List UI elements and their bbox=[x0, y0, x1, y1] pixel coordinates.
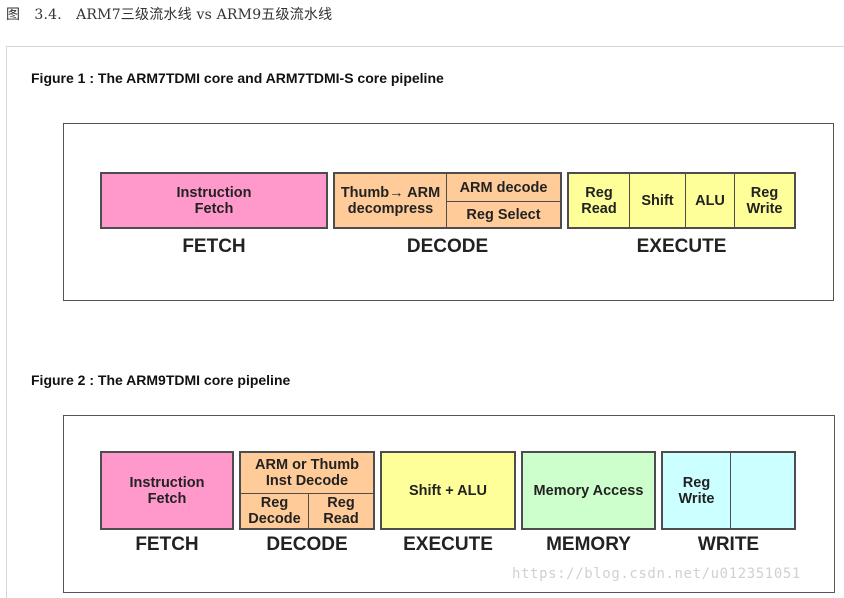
fig2-instruction-fetch-cell: Instruction Fetch bbox=[129, 474, 205, 507]
fig1-decode-divider bbox=[446, 174, 447, 227]
fig2-fetch-stage: Instruction Fetch bbox=[100, 451, 234, 530]
fig1-exec-divider-2 bbox=[685, 174, 686, 227]
fig2-decode-label: DECODE bbox=[266, 534, 348, 555]
watermark-text: https://blog.csdn.net/u012351051 bbox=[512, 566, 801, 582]
fig1-exec-divider-3 bbox=[734, 174, 735, 227]
fig1-decode-label: DECODE bbox=[406, 236, 489, 257]
fig1-execute-label: EXECUTE bbox=[636, 236, 727, 257]
figure-caption: 图 3.4. ARM7三级流水线 vs ARM9五级流水线 bbox=[6, 7, 333, 23]
fig1-execute-stage: Reg Read Shift ALU Reg Write bbox=[567, 172, 796, 229]
fig2-decode-hdivider bbox=[241, 493, 373, 494]
fig1-shift-cell: Shift bbox=[641, 192, 674, 209]
fig1-reg-read-cell: Reg Read bbox=[581, 184, 617, 217]
fig2-fetch-label: FETCH bbox=[135, 534, 199, 555]
figure1-title: Figure 1 : The ARM7TDMI core and ARM7TDM… bbox=[31, 70, 444, 86]
fig2-write-label: WRITE bbox=[697, 534, 760, 555]
figure2-title: Figure 2 : The ARM9TDMI core pipeline bbox=[31, 372, 291, 388]
fig2-write-divider bbox=[730, 453, 731, 528]
fig2-write-stage: Reg Write bbox=[661, 451, 796, 530]
fig1-exec-divider-1 bbox=[629, 174, 630, 227]
fig1-arm-decode-cell: ARM decode bbox=[459, 179, 548, 196]
fig1-reg-select-cell: Reg Select bbox=[466, 207, 541, 223]
fig2-execute-stage: Shift + ALU bbox=[380, 451, 516, 530]
fig2-inst-decode-cell: ARM or Thumb Inst Decode bbox=[255, 457, 359, 489]
fig1-decode-hdivider bbox=[447, 201, 560, 202]
fig1-alu-cell: ALU bbox=[695, 192, 725, 209]
fig1-instruction-fetch-cell: Instruction Fetch bbox=[176, 184, 252, 217]
fig1-fetch-label: FETCH bbox=[182, 236, 246, 257]
fig2-memory-label: MEMORY bbox=[546, 534, 631, 555]
fig2-reg-read-cell: Reg Read bbox=[323, 495, 359, 527]
fig2-decode-vdivider bbox=[308, 494, 309, 528]
fig2-decode-stage: ARM or Thumb Inst Decode Reg Decode Reg … bbox=[239, 451, 375, 530]
fig2-reg-write-cell: Reg Write bbox=[678, 474, 715, 507]
fig1-thumb-decompress-cell: Thumb→ ARM decompress bbox=[340, 184, 441, 217]
fig1-reg-write-cell: Reg Write bbox=[746, 184, 783, 217]
fig2-reg-decode-cell: Reg Decode bbox=[248, 495, 301, 527]
fig2-memory-stage: Memory Access bbox=[521, 451, 656, 530]
fig1-fetch-stage: Instruction Fetch bbox=[100, 172, 328, 229]
fig2-memory-access-cell: Memory Access bbox=[533, 482, 644, 499]
fig2-shift-alu-cell: Shift + ALU bbox=[408, 482, 487, 499]
fig1-decode-stage: Thumb→ ARM decompress ARM decode Reg Sel… bbox=[333, 172, 562, 229]
fig2-execute-label: EXECUTE bbox=[403, 534, 493, 555]
